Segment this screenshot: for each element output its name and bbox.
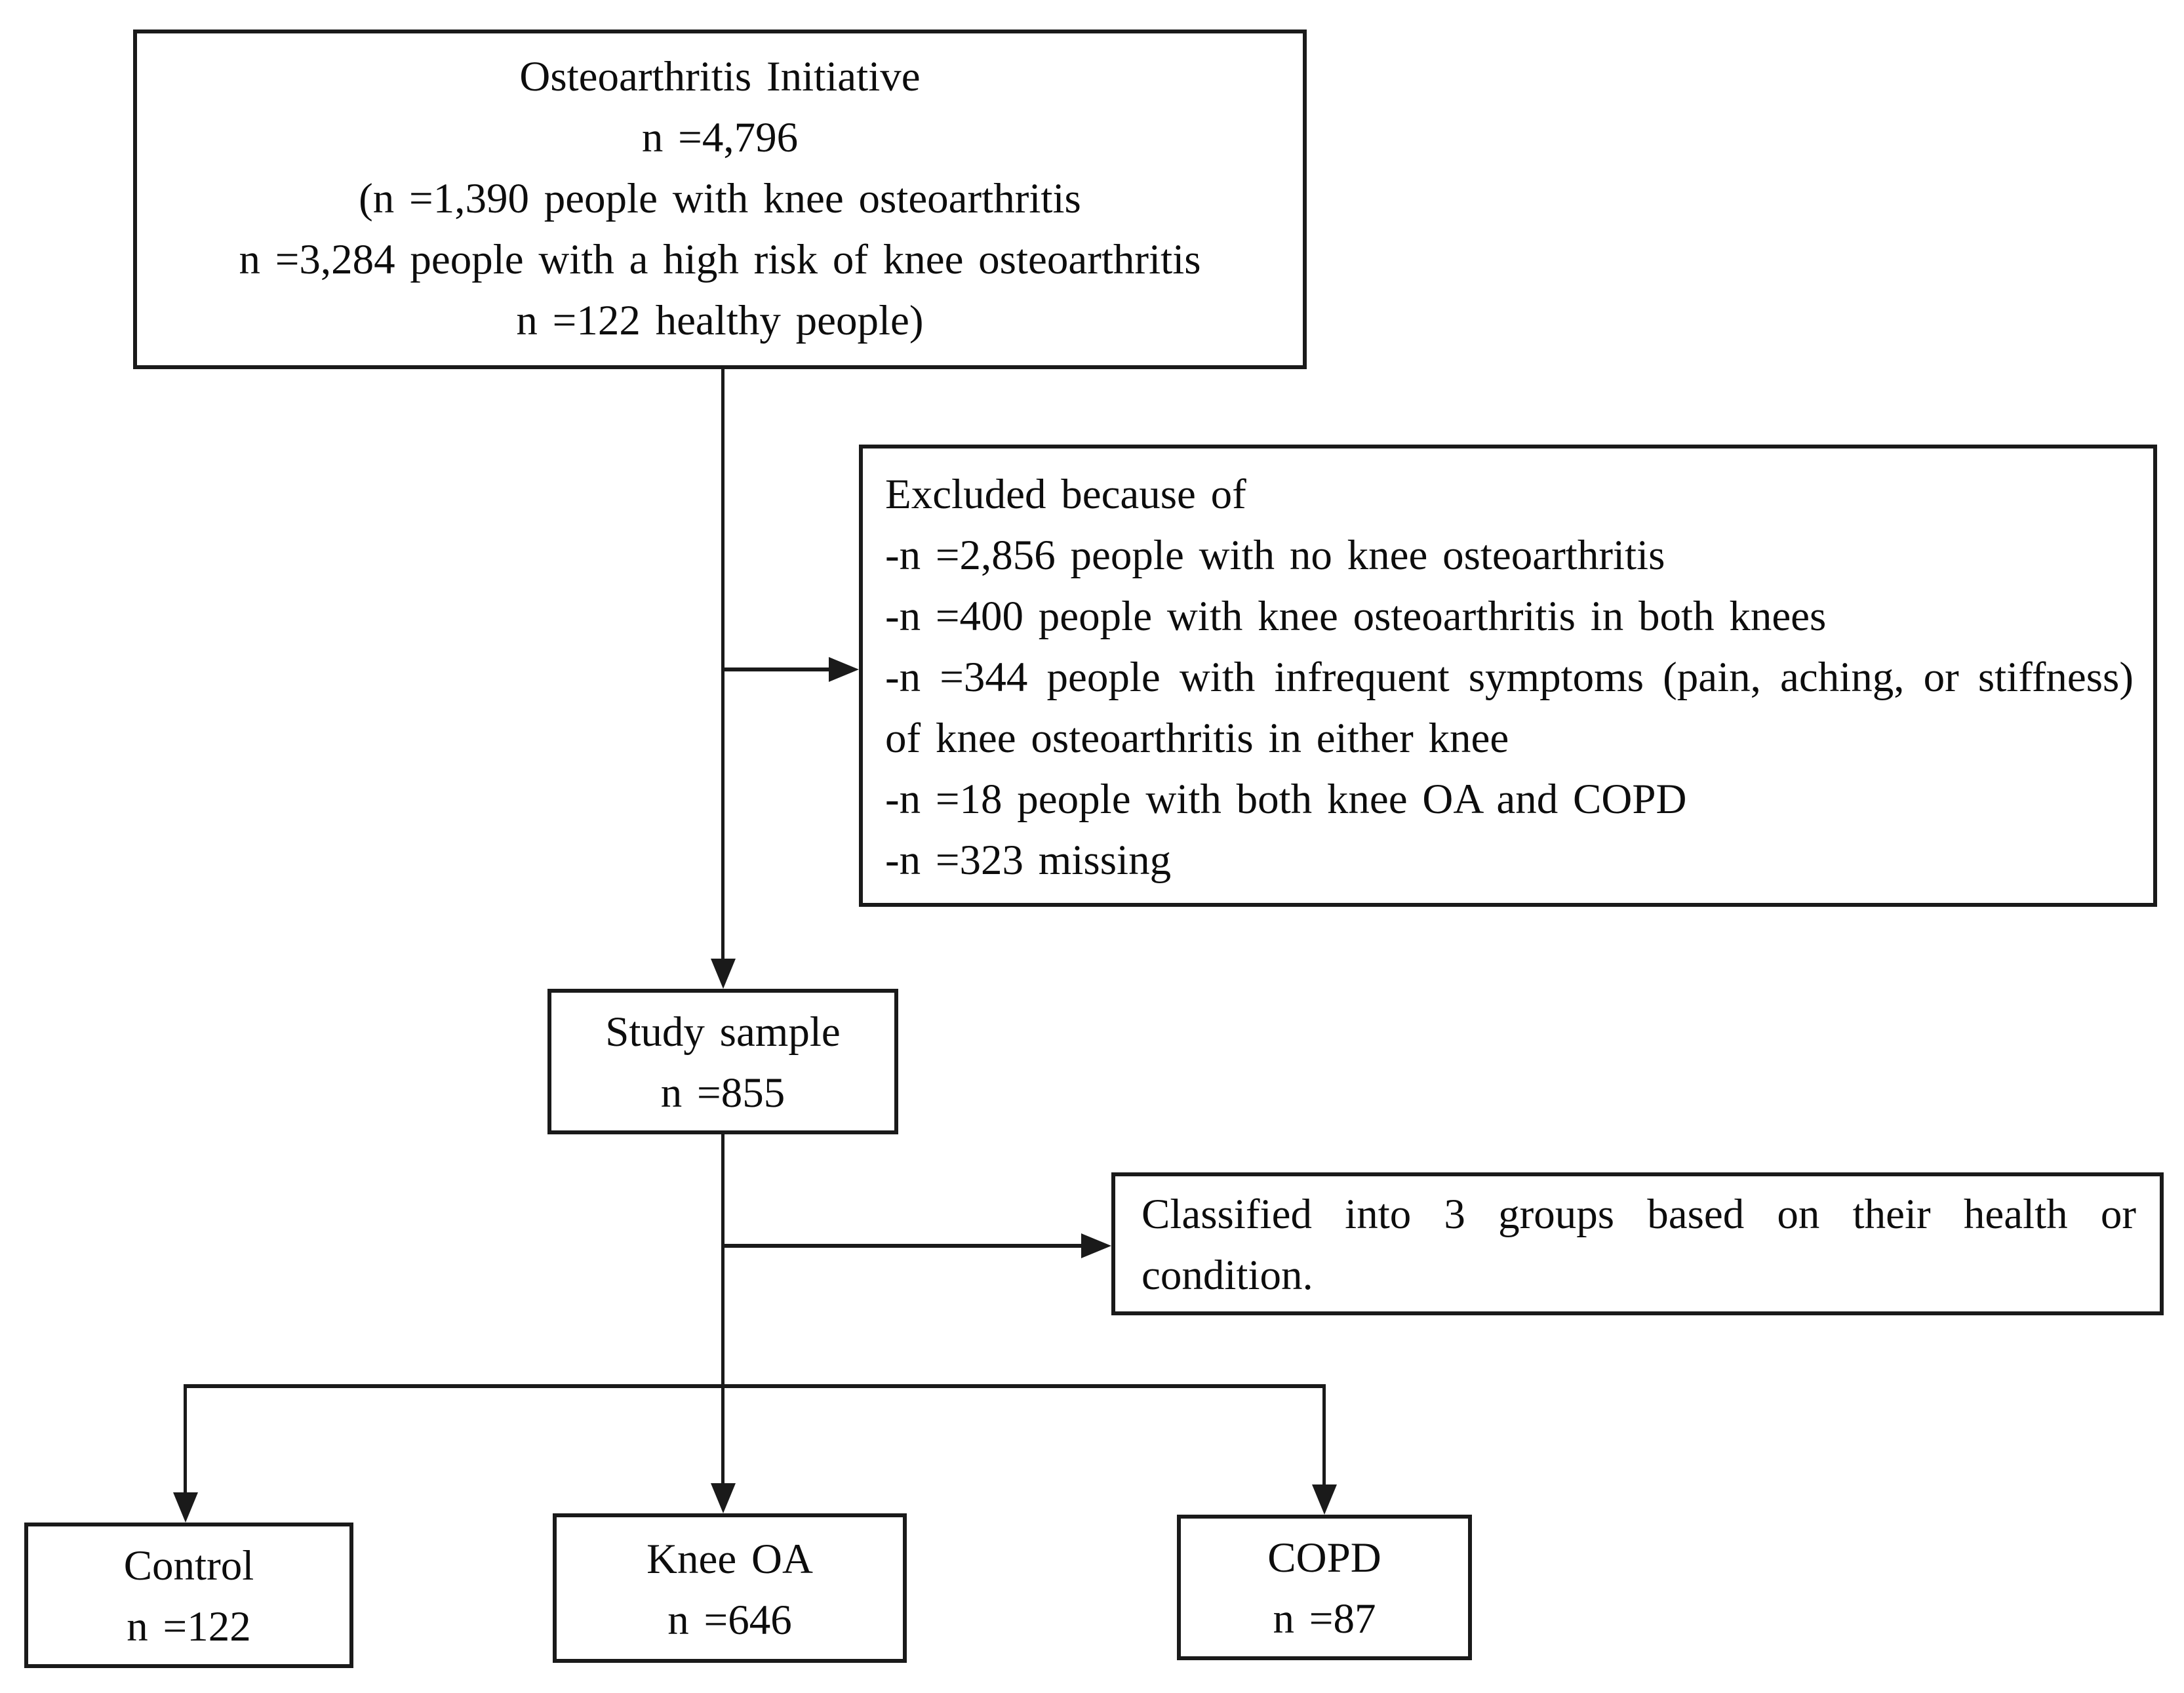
node-group-copd: COPD n =87 (1177, 1515, 1472, 1660)
arrow-down-icon (711, 1483, 736, 1513)
node-study-sample: Study sample n =855 (547, 989, 898, 1134)
connector-drop-kneeoa (721, 1384, 725, 1484)
connector-drop-copd (1322, 1384, 1326, 1485)
node-label: Control (123, 1542, 254, 1589)
node-label: Study sample (605, 1008, 841, 1056)
node-group-control: Control n =122 (24, 1523, 353, 1668)
node-line: Osteoarthritis Initiative (519, 53, 921, 100)
connector-study-to-groups (721, 1134, 725, 1385)
excluded-item: -n =18 people with both knee OA and COPD (885, 776, 1687, 823)
node-count: n =122 (127, 1603, 251, 1650)
node-count: n =855 (660, 1069, 785, 1117)
excluded-item: -n =323 missing (885, 837, 1172, 884)
arrow-down-icon (711, 959, 736, 989)
node-line: n =4,796 (641, 114, 799, 161)
connector-branch-classified (723, 1244, 1083, 1248)
node-label: Knee OA (646, 1536, 813, 1583)
connector-distribution (184, 1384, 1326, 1388)
node-line: (n =1,390 people with knee osteoarthriti… (359, 175, 1081, 222)
node-label: COPD (1267, 1534, 1381, 1582)
excluded-item: -n =400 people with knee osteoarthritis … (885, 593, 1827, 640)
node-line: n =3,284 people with a high risk of knee… (239, 236, 1201, 283)
node-excluded: Excluded because of -n =2,856 people wit… (859, 445, 2157, 907)
arrow-down-icon (173, 1492, 198, 1523)
excluded-item: -n =2,856 people with no knee osteoarthr… (885, 532, 1665, 579)
excluded-heading: Excluded because of (885, 471, 1246, 518)
node-count: n =87 (1273, 1595, 1376, 1643)
excluded-item: -n =344 people with infrequent symptoms … (885, 654, 2134, 762)
arrow-right-icon (829, 657, 859, 682)
node-count: n =646 (667, 1597, 792, 1644)
connector-branch-excluded (723, 667, 831, 671)
arrow-right-icon (1081, 1233, 1111, 1258)
node-text: Classified into 3 groups based on their … (1142, 1191, 2136, 1299)
connector-drop-control (184, 1384, 187, 1493)
node-classified-note: Classified into 3 groups based on their … (1111, 1172, 2164, 1315)
node-osteoarthritis-initiative: Osteoarthritis Initiative n =4,796 (n =1… (133, 30, 1307, 369)
node-group-knee-oa: Knee OA n =646 (553, 1513, 907, 1663)
arrow-down-icon (1312, 1484, 1337, 1515)
connector-oai-to-study (721, 369, 725, 959)
node-line: n =122 healthy people) (516, 297, 924, 344)
